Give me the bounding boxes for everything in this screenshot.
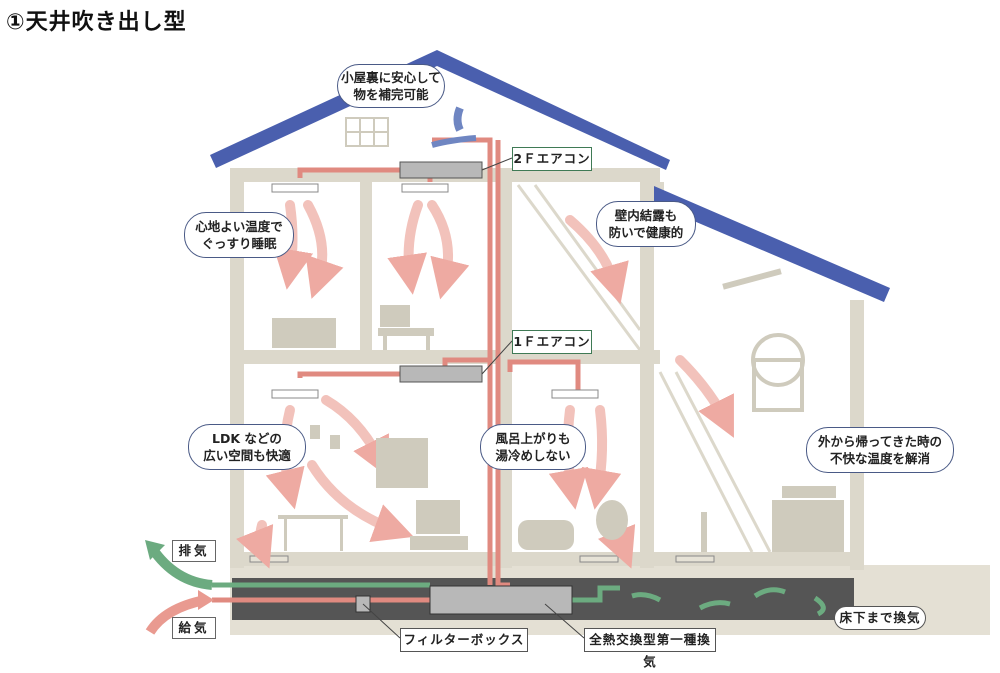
toilet-icon: [596, 500, 628, 540]
bubble-outside-line2: 不快な温度を解消: [829, 451, 930, 466]
side-roof: [654, 186, 890, 302]
label-exhaust: 排気: [172, 540, 216, 562]
bubble-outside: 外から帰ってきた時の 不快な温度を解消: [806, 427, 954, 473]
stairs: [516, 184, 772, 553]
green-ducts: [212, 582, 620, 603]
house-walls: [230, 168, 864, 570]
desk-icon: [378, 328, 434, 336]
tv-icon: [416, 500, 460, 534]
bed-icon: [272, 318, 336, 348]
attic-outflow-arrow: [431, 135, 477, 148]
ac-unit-2f: [399, 161, 483, 179]
bubble-wall-line1: 壁内結露も: [614, 208, 678, 223]
bubble-bedroom: 心地よい温度で ぐっすり睡眠: [184, 212, 294, 258]
attic-airflow-arrow: [453, 106, 464, 132]
attic-boxes-icon: [345, 117, 389, 147]
bubble-wall-line2: 防いで健康的: [608, 225, 684, 240]
heat-exchanger-unit: [429, 585, 573, 615]
bathtub-icon: [518, 520, 574, 550]
bubble-bath-line1: 風呂上がりも: [495, 431, 571, 446]
bubble-outside-line1: 外から帰ってきた時の: [817, 434, 942, 449]
bubble-bath-line2: 湯冷めしない: [495, 448, 571, 463]
main-roof: [210, 50, 670, 170]
bubble-ldk-line2: 広い空間も快適: [203, 448, 291, 463]
bubble-bedroom-line2: ぐっすり睡眠: [201, 236, 277, 251]
dresser-icon: [772, 500, 844, 552]
dining-table-icon: [278, 515, 348, 519]
label-ac-2f: 2Ｆエアコン: [512, 147, 592, 171]
page-title: ①天井吹き出し型: [6, 10, 187, 35]
bubble-attic-line1: 小屋裏に安心して: [341, 70, 441, 85]
furniture: [272, 268, 844, 552]
label-ac-1f: 1Ｆエアコン: [512, 330, 592, 354]
ceiling-vents: [271, 183, 599, 399]
pendant-lights: [310, 425, 340, 449]
underfloor-arrows: [631, 587, 826, 617]
bubble-ldk-line1: LDK などの: [212, 431, 282, 446]
bubble-ldk: LDK などの 広い空間も快適: [188, 424, 306, 470]
ceiling-fan-icon: [722, 268, 782, 290]
ac-unit-1f: [399, 365, 483, 383]
bubble-bedroom-line1: 心地よい温度で: [195, 219, 283, 234]
exhaust-arrow: [147, 545, 213, 590]
supply-arrow: [145, 595, 207, 635]
label-heat-exchanger: 全熱交換型第一種換気: [584, 628, 716, 669]
label-filter-box: フィルターボックス: [400, 628, 528, 652]
label-underfloor: 床下まで換気: [834, 606, 926, 630]
bubble-attic-line2: 物を補完可能: [353, 87, 429, 102]
bubble-bath: 風呂上がりも 湯冷めしない: [480, 424, 586, 470]
bubble-wall: 壁内結露も 防いで健康的: [596, 201, 696, 247]
wardrobe-icon: [376, 438, 428, 488]
bubble-attic: 小屋裏に安心して 物を補完可能: [337, 64, 445, 108]
label-supply: 給気: [172, 617, 216, 639]
